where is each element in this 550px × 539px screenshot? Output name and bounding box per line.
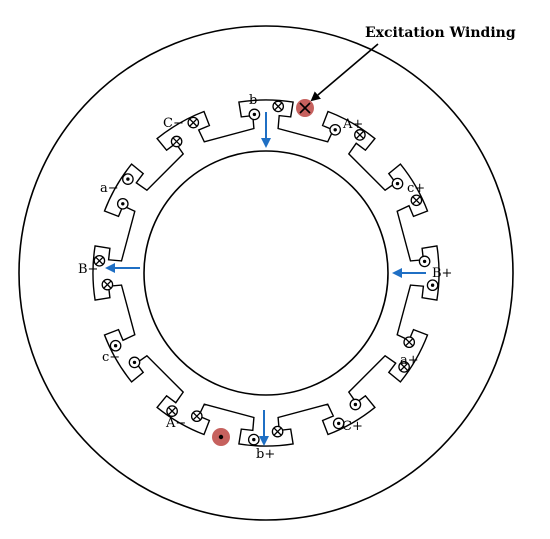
label-b-plus: b+ [256,447,275,462]
slot-conductors [93,100,439,446]
conductor-cross-stroke [274,102,283,111]
label-A-plus: A+ [342,117,363,132]
conductor-dot-center [252,112,257,117]
label-B-plus: B+ [432,266,452,281]
conductor-cross-stroke [405,338,414,347]
conductor-cross-stroke [172,137,181,146]
excitation-dot-icon [218,434,224,440]
conductor-cross-stroke [400,363,408,371]
conductor-cross-stroke [189,118,198,127]
label-A-minus: A− [165,416,186,431]
conductor-dot-center [333,128,337,132]
label-a-minus: a− [100,181,119,196]
stator-outer-edge [18,25,514,521]
conductor-dot-center [132,360,137,365]
conductor-cross-stroke [192,412,201,421]
conductor-dot-center [353,402,358,407]
stator-teeth-outline [92,99,440,447]
conductor-cross-stroke [103,280,112,289]
label-c-minus: c− [102,350,120,365]
conductor-cross-stroke [168,407,176,415]
conductor-dot-center [121,202,125,206]
conductor-dot-center [395,181,400,186]
conductor-dot-center [430,283,435,287]
conductor-cross-stroke [412,196,421,205]
conductor-dot-center [422,259,427,264]
conductor-dot-center [252,437,256,442]
label-a-plus: a+ [400,353,419,368]
label-C-minus: C− [163,116,184,131]
annotation-excitation-winding: Excitation Winding [365,25,516,41]
conductor-dot-center [126,177,130,181]
conductor-dot-center [113,344,118,348]
excitation-cross-icon [299,102,311,114]
annotation-arrow [310,43,379,102]
conductor-cross-stroke [273,427,282,436]
label-c-plus: c+ [407,181,425,196]
conductor-cross-stroke [95,256,104,265]
label-C-plus: C+ [342,419,363,434]
conductor-dot-center [337,421,341,426]
label-b-minus: b− [249,93,268,108]
conductor-cross-stroke [356,131,364,139]
label-B-minus: B− [78,262,98,277]
rotor-outline [143,150,389,396]
